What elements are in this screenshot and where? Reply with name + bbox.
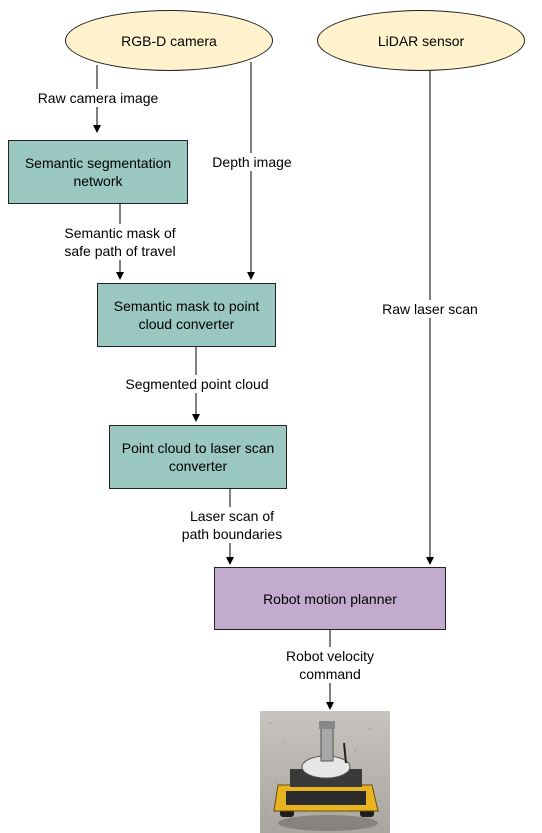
raw-laser-scan-label: Raw laser scan — [372, 300, 488, 318]
laser-scan-boundaries-label: Laser scan of path boundaries — [172, 507, 292, 543]
mask-to-cloud-line1: Semantic mask to point — [113, 298, 260, 314]
depth-image-label: Depth image — [206, 153, 298, 171]
robot-illustration — [260, 711, 390, 833]
rgbd-camera-label: RGB-D camera — [121, 32, 217, 49]
lidar-sensor-node: LiDAR sensor — [317, 10, 525, 71]
robot-photo — [260, 711, 390, 833]
segmented-point-cloud-label: Segmented point cloud — [114, 375, 280, 393]
cloud-to-scan-line2: converter — [168, 458, 228, 474]
cloud-to-scan-line1: Point cloud to laser scan — [121, 440, 275, 456]
mask-to-cloud-line2: cloud converter — [138, 316, 235, 332]
mask-to-cloud-node: Semantic mask to point cloud converter — [97, 283, 276, 347]
lidar-sensor-label: LiDAR sensor — [377, 32, 465, 49]
laser-scan-boundaries-line2: path boundaries — [181, 526, 283, 542]
motion-planner-label: Robot motion planner — [263, 590, 397, 607]
motion-planner-node: Robot motion planner — [214, 567, 446, 630]
laser-scan-boundaries-line1: Laser scan of — [189, 508, 275, 524]
raw-camera-image-label: Raw camera image — [31, 89, 165, 107]
semantic-segmentation-line1: Semantic segmentation — [24, 155, 172, 171]
velocity-command-line1: Robot velocity — [286, 648, 374, 664]
velocity-command-line2: command — [299, 666, 361, 682]
cloud-to-scan-node: Point cloud to laser scan converter — [109, 425, 287, 489]
semantic-mask-line2: safe path of travel — [64, 243, 176, 259]
semantic-mask-line1: Semantic mask of — [64, 225, 176, 241]
semantic-segmentation-node: Semantic segmentation network — [8, 140, 188, 204]
semantic-mask-label: Semantic mask of safe path of travel — [50, 224, 190, 260]
semantic-segmentation-line2: network — [73, 173, 123, 189]
rgbd-camera-node: RGB-D camera — [65, 10, 273, 71]
velocity-command-label: Robot velocity command — [270, 647, 390, 683]
